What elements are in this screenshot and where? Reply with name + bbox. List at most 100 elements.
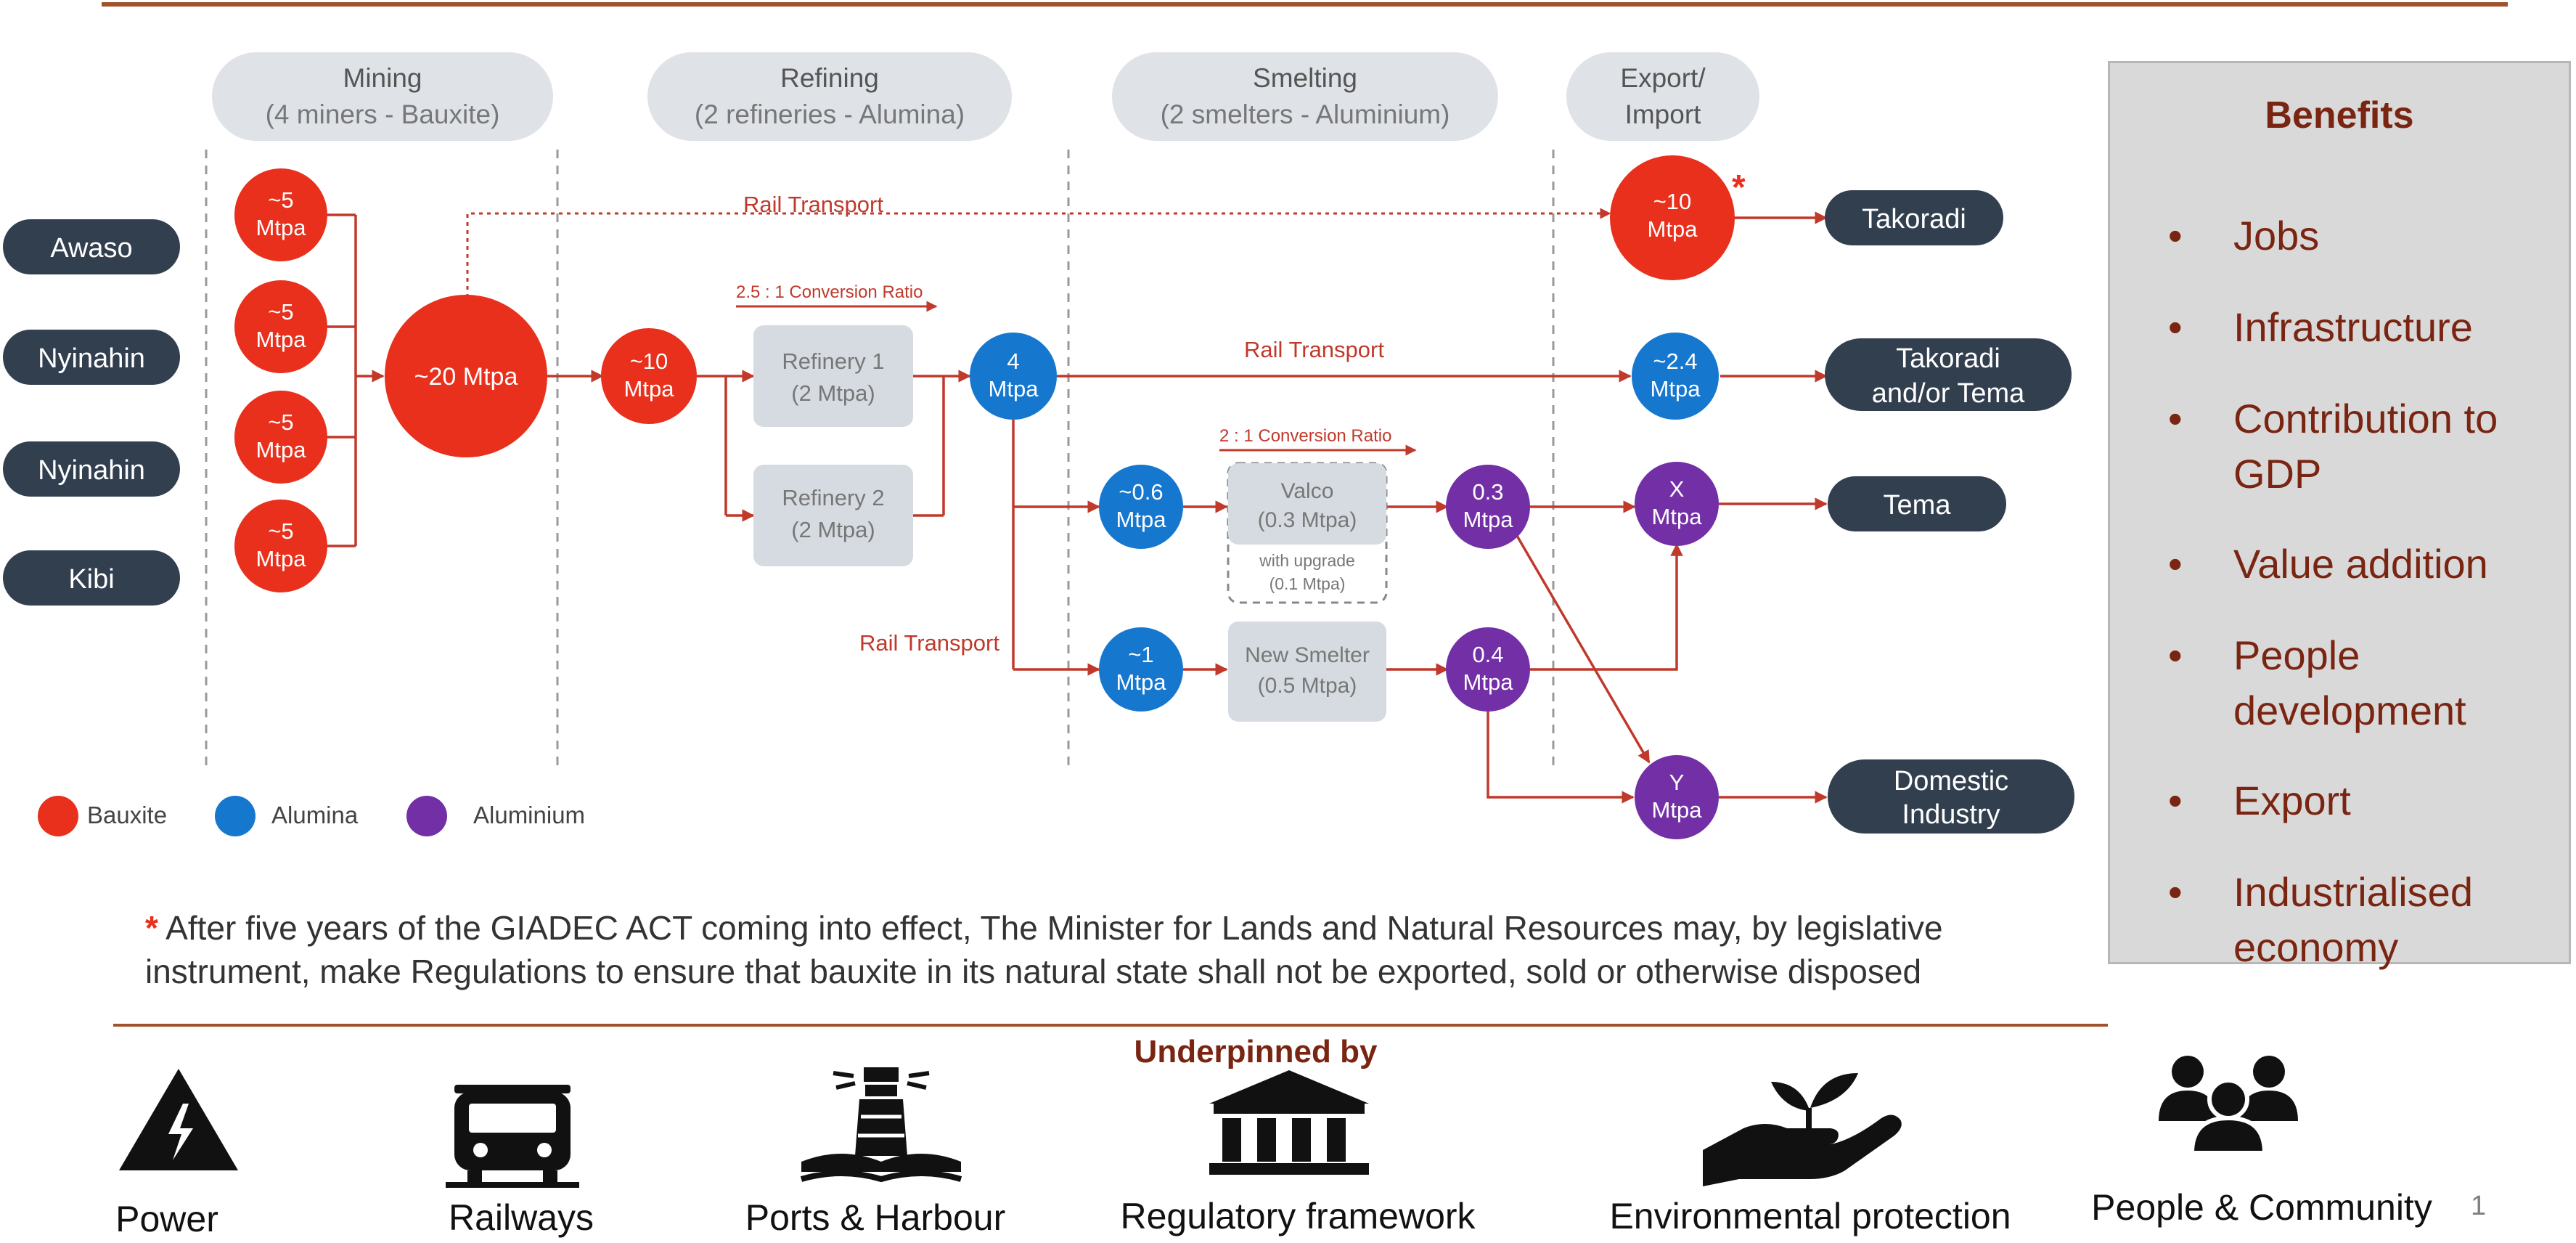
rail-transport-label-low: Rail Transport [859,630,999,656]
benefit-text: People [2233,632,2360,678]
svg-text:Aluminium: Aluminium [473,802,585,828]
refinery-2-box: Refinery 2 (2 Mtpa) [753,465,913,566]
svg-text:Mtpa: Mtpa [256,215,307,240]
svg-text:Mtpa: Mtpa [1652,797,1703,823]
legend-item-aluminium: Aluminium [406,796,585,836]
svg-text:Mtpa: Mtpa [256,437,307,462]
underpinned-label-people: People & Community [2091,1187,2432,1228]
valco-smelter-box: Valco (0.3 Mtpa) with upgrade (0.1 Mtpa) [1227,462,1388,604]
bullet: • [2168,869,2183,915]
benefit-text: Value addition [2233,541,2488,587]
aluminium-y-node: Y Mtpa [1635,755,1719,839]
destination-takoradi-or-tema: Takoradi and/or Tema [1825,338,2072,411]
svg-text:(2 Mtpa): (2 Mtpa) [791,517,875,542]
alumina-output-node: 4 Mtpa [970,333,1057,420]
svg-text:Mtpa: Mtpa [1463,507,1514,532]
alumina-export-node: ~2.4 Mtpa [1632,333,1719,420]
svg-text:(2 Mtpa): (2 Mtpa) [791,380,875,406]
stage-subtitle: (4 miners - Bauxite) [266,99,500,129]
svg-text:Bauxite: Bauxite [87,802,167,828]
export-asterisk: * [1732,168,1746,207]
stage-title: Export/ [1620,63,1706,93]
legend-item-bauxite: Bauxite [38,796,167,836]
power-warning-icon [119,1069,238,1170]
destination-takoradi: Takoradi [1825,190,2003,245]
svg-text:4: 4 [1007,349,1019,374]
svg-text:(0.3 Mtpa): (0.3 Mtpa) [1258,508,1357,532]
mine-node-2: ~5 Mtpa [234,280,327,373]
svg-text:~2.4: ~2.4 [1653,349,1697,374]
svg-text:Takoradi: Takoradi [1896,343,2000,374]
benefit-text: Infrastructure [2233,304,2473,350]
footnote-text: After five years of the GIADEC ACT comin… [145,909,1943,990]
svg-text:Alumina: Alumina [271,802,359,828]
rail-transport-label-mid: Rail Transport [1244,337,1384,362]
underpinned-label-power: Power [115,1199,218,1239]
aluminium-x-node: X Mtpa [1635,462,1719,546]
svg-text:Mtpa: Mtpa [624,376,675,402]
underpinned-title: Underpinned by [1134,1034,1378,1069]
train-icon [446,1085,579,1188]
svg-text:~5: ~5 [268,187,293,213]
stage-header-smelting: Smelting (2 smelters - Aluminium) [1112,52,1498,141]
aluminium-valco-node: 0.3 Mtpa [1446,465,1530,549]
benefits-panel: Benefits • Jobs • Infrastructure • Contr… [2108,61,2571,970]
flow-connectors [327,211,1828,804]
underpinned-label-regulatory: Regulatory framework [1120,1196,1476,1236]
svg-text:0.3: 0.3 [1472,479,1503,505]
svg-text:0.4: 0.4 [1472,642,1503,667]
svg-text:~5: ~5 [268,409,293,435]
svg-text:Industry: Industry [1902,799,2000,830]
svg-text:Domestic: Domestic [1894,766,2008,796]
benefit-text: economy [2233,924,2399,970]
stage-title: Mining [343,63,422,93]
location-pill-nyinahin-2: Nyinahin [3,441,180,497]
svg-text:with upgrade: with upgrade [1259,551,1355,570]
conversion-ratio-smelting: 2 : 1 Conversion Ratio [1219,426,1417,456]
location-pill-awaso: Awaso [3,219,180,274]
svg-text:Y: Y [1669,770,1685,795]
government-building-icon [1209,1070,1369,1175]
alumina-to-valco-node: ~0.6 Mtpa [1099,465,1183,549]
rail-transport-label-top: Rail Transport [743,192,883,217]
bullet: • [2168,304,2183,350]
legend-item-alumina: Alumina [215,796,359,836]
mine-node-3: ~5 Mtpa [234,391,327,484]
svg-text:Takoradi: Takoradi [1862,204,1966,235]
svg-text:Nyinahin: Nyinahin [38,343,145,374]
alumina-to-new-smelter-node: ~1 Mtpa [1099,627,1183,712]
stage-header-mining: Mining (4 miners - Bauxite) [212,52,553,141]
stage-subtitle: (2 refineries - Alumina) [695,99,965,129]
underpinned-label-ports: Ports & Harbour [745,1197,1006,1238]
page-number: 1 [2471,1191,2487,1221]
bauxite-to-refinery-node: ~10 Mtpa [601,328,697,424]
svg-text:Awaso: Awaso [50,233,132,264]
svg-text:Tema: Tema [1884,490,1952,521]
stage-subtitle: (2 smelters - Aluminium) [1161,99,1450,129]
aluminium-new-smelter-node: 0.4 Mtpa [1446,627,1530,712]
svg-text:Mtpa: Mtpa [1116,507,1167,532]
bullet: • [2168,541,2183,587]
benefit-text: GDP [2233,451,2322,497]
svg-text:Mtpa: Mtpa [1648,216,1698,242]
new-smelter-box: New Smelter (0.5 Mtpa) [1228,622,1386,722]
benefits-title: Benefits [2265,94,2414,136]
people-group-icon [2159,1056,2298,1155]
benefit-text: Contribution to [2233,396,2498,441]
mine-node-4: ~5 Mtpa [234,500,327,592]
legend: Bauxite Alumina Aluminium [38,796,585,836]
svg-text:Mtpa: Mtpa [256,546,307,571]
stage-title: Refining [780,63,879,93]
location-pill-kibi: Kibi [3,550,180,606]
svg-text:~1: ~1 [1128,642,1153,667]
stage-subtitle: Import [1625,99,1702,129]
bullet: • [2168,213,2183,258]
svg-text:Kibi: Kibi [68,564,114,595]
benefit-text: Jobs [2233,213,2320,258]
svg-text:2.5 : 1 Conversion Ratio: 2.5 : 1 Conversion Ratio [736,282,923,302]
benefit-text: development [2233,688,2466,733]
svg-text:Mtpa: Mtpa [1652,504,1703,529]
rail-transport-dotted-flow [466,208,1611,298]
svg-text:Nyinahin: Nyinahin [38,455,145,486]
